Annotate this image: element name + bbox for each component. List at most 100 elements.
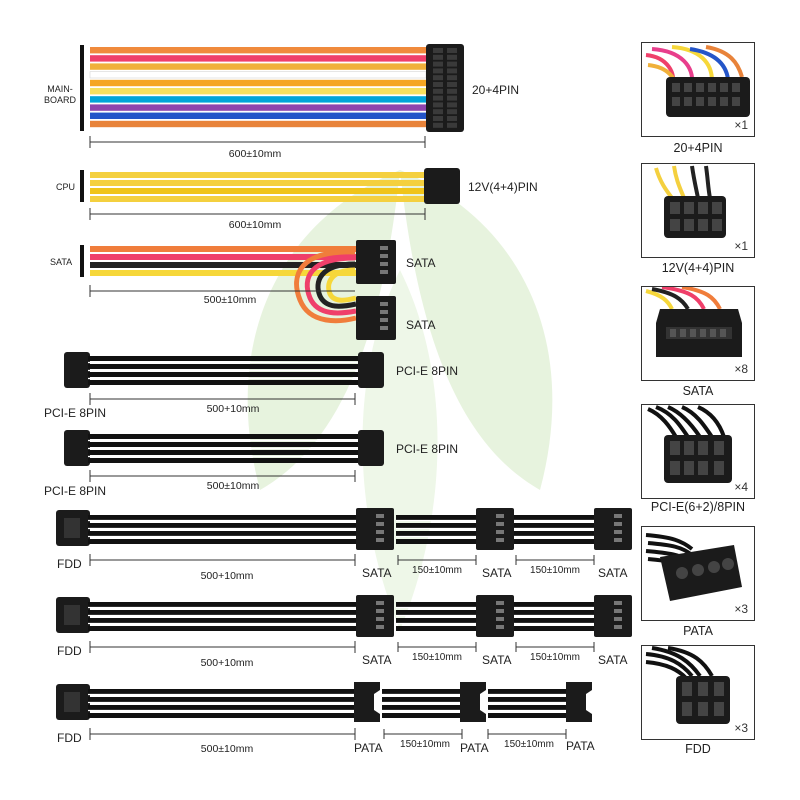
pata-connector [460,682,486,722]
sata-pin [614,617,622,621]
card-pata: ×3 [641,526,755,621]
pin [447,102,457,108]
fdd-connector-icon [645,646,730,724]
fdd-pata-cable [56,682,592,740]
fdd-sata-cable-2 [56,595,632,653]
pin [447,48,457,53]
mainboard-end-bracket [80,45,84,131]
fdd1-label: FDD [57,557,82,571]
fdd2-conn3: SATA [598,653,628,667]
qty-pata: ×3 [734,602,748,616]
black-wire [488,689,566,694]
fdd3-conn1: PATA [354,741,383,755]
sata-pin [496,625,504,629]
atx-24pin-connector [426,44,464,132]
black-wire [382,713,464,718]
black-wire [396,515,478,520]
pin [433,75,443,81]
black-wire [396,610,478,615]
black-wire [88,618,360,623]
black-wire [514,602,596,607]
pin [447,75,457,81]
card-20-4pin: ×1 [641,42,755,137]
black-wire [514,523,596,528]
qty-20-4pin: ×1 [734,118,748,132]
sata-pin [614,538,622,542]
pin [433,102,443,108]
sata-pin [376,522,384,526]
card-sata: ×8 [641,286,755,381]
fdd2-seg2: 150±10mm [530,652,580,663]
sata-pin [496,530,504,534]
black-wire [396,618,478,623]
black-wire [514,610,596,615]
black-wire [382,705,464,710]
fdd1-seg1: 150±10mm [412,565,462,576]
sata-power-connector-icon [645,287,742,357]
mainboard-wire [90,63,426,70]
pin [447,88,457,94]
sata-pin [496,601,504,605]
caption-sata: SATA [682,384,714,398]
sata-connector-label-2: SATA [406,318,436,332]
black-wire [88,523,360,528]
fdd1-length: 500+10mm [200,570,254,582]
card-12v-4-4pin: ×1 [641,163,755,258]
mainboard-wire [90,96,426,103]
pin [433,82,443,87]
black-wire [396,602,478,607]
fdd-start-face [64,518,80,538]
mainboard-wire [89,71,427,79]
sata-connector [356,508,394,550]
pcie1-length: 500+10mm [206,403,260,415]
sata-pin [496,522,504,526]
black-wire [488,697,566,702]
pin [447,109,457,115]
fdd3-seg1: 150±10mm [400,739,450,750]
sata-pin [614,601,622,605]
atx-24pin-connector-icon [645,45,750,117]
pin [447,54,457,60]
pcie2-length: 500±10mm [206,480,260,492]
pcie-8pin-connector-icon [647,405,732,483]
pcie1-right-label: PCI-E 8PIN [396,364,459,378]
sata-connector-label-1: SATA [406,256,436,270]
black-wire [88,697,358,702]
fdd-sata-cable-1 [56,508,632,566]
mainboard-connector-label: 20+4PIN [472,83,520,97]
sata-pin [496,617,504,621]
pata-connector [354,682,380,722]
pcie2-right-label: PCI-E 8PIN [396,442,459,456]
qty-sata: ×8 [734,362,748,376]
black-wire [88,602,360,607]
pcie-cable-1 [64,352,384,405]
sata-connector [476,595,514,637]
fdd2-conn1: SATA [362,653,392,667]
caption-fdd: FDD [685,742,711,756]
mainboard-wire [90,55,426,62]
sata-pin [496,538,504,542]
qty-pcie: ×4 [734,480,748,494]
sata-pin [376,601,384,605]
mainboard-wire [90,104,426,111]
black-wire [88,626,360,631]
black-wire [514,515,596,520]
fdd-start-face [64,605,80,625]
sata-main-cable [80,240,396,340]
fdd2-length: 500+10mm [200,657,254,669]
qty-12v: ×1 [734,239,748,253]
pin [433,68,443,74]
sata-length: 500±10mm [203,294,257,306]
pin [433,61,443,67]
black-wire [88,539,360,544]
fdd1-conn2: SATA [482,566,512,580]
molex-pata-connector-icon [645,533,742,601]
pin [447,68,457,74]
fdd1-conn3: SATA [598,566,628,580]
mainboard-label: MAIN-BOARD [43,84,76,105]
sata-pin [376,538,384,542]
sata-connector-2 [356,296,396,340]
black-wire [88,610,360,615]
sata-pin [614,514,622,518]
